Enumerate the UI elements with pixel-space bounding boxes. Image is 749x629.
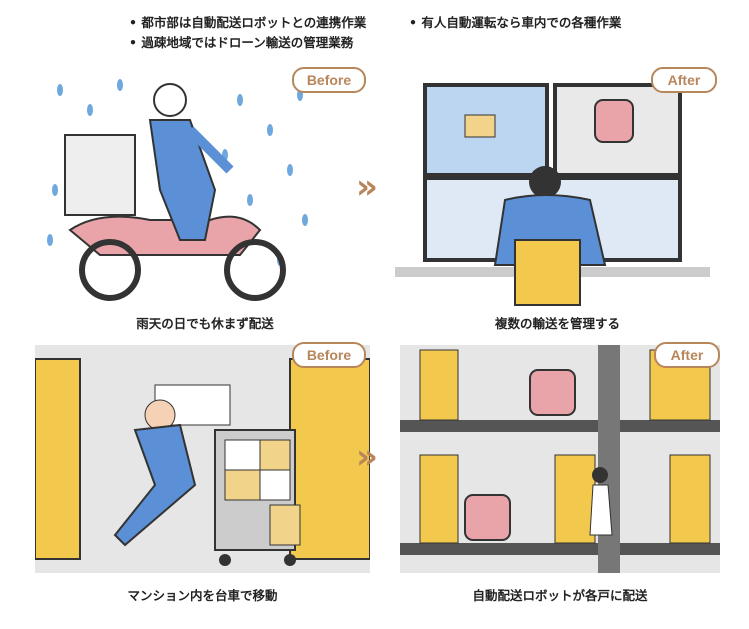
caption-robot: 自動配送ロボットが各戸に配送 [472, 588, 648, 603]
bullet-autonomous: 有人自動運転なら車内での各種作業 [409, 12, 621, 31]
panel-after-monitor: After [395, 67, 720, 310]
after-badge: After [651, 67, 717, 93]
bullet-rural: 過疎地域ではドローン輸送の管理業務 [129, 32, 353, 51]
before-badge-2: Before [292, 342, 366, 368]
before-badge: Before [292, 67, 366, 93]
bullet-urban: 都市部は自動配送ロボットとの連携作業 [129, 12, 366, 31]
cart-illustration [34, 345, 371, 573]
arrow-top: » [356, 167, 378, 207]
panel-before-cart: Before [34, 342, 371, 573]
rain-delivery-illustration [47, 79, 308, 301]
arrow-bottom: » [356, 437, 378, 477]
panel-after-robot: After [400, 342, 720, 573]
caption-cart: マンション内を台車で移動 [127, 588, 278, 603]
after-badge-2: After [654, 342, 720, 368]
caption-rain: 雨天の日でも休まず配送 [136, 316, 274, 331]
panel-before-rain: Before [40, 67, 370, 310]
monitoring-illustration [395, 83, 710, 306]
caption-monitor: 複数の輸送を管理する [494, 316, 620, 331]
robot-delivery-illustration [400, 345, 720, 573]
